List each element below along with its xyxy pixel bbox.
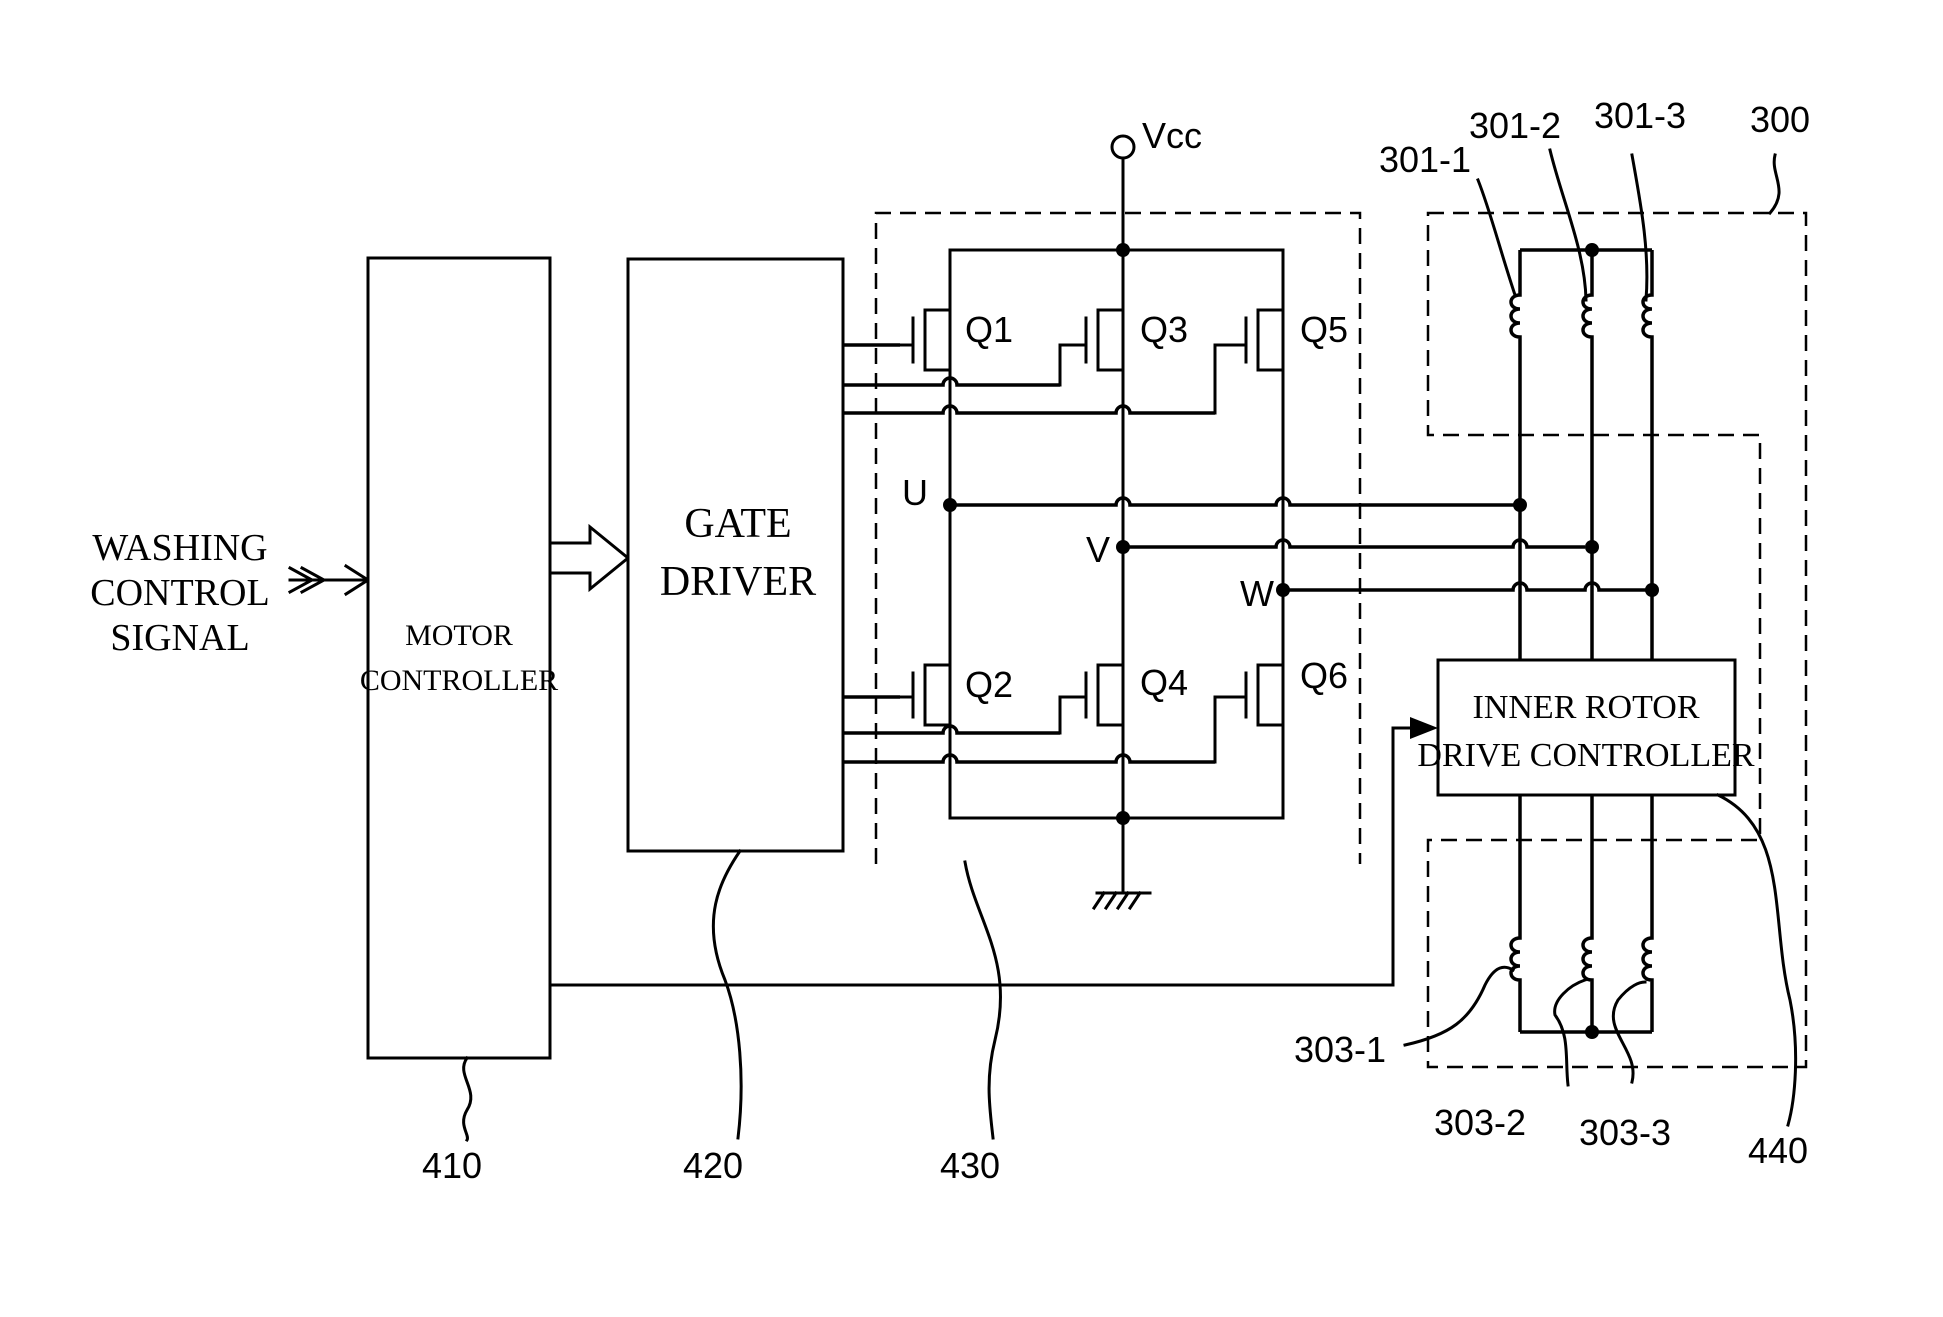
- ground-icon: [1094, 893, 1150, 908]
- coil-301-2: [1583, 250, 1592, 660]
- svg-text:GATE: GATE: [684, 501, 791, 547]
- ref-303-2: 303-2: [1434, 1102, 1526, 1143]
- node-v-label: V: [1086, 529, 1110, 570]
- washing-control-signal-label: WASHING CONTROL SIGNAL: [90, 527, 269, 659]
- vcc-terminal: [1112, 136, 1134, 158]
- input-signal-arrow: [290, 566, 368, 594]
- ref-300: 300: [1750, 99, 1810, 140]
- ref-301-2: 301-2: [1469, 105, 1561, 146]
- ref-303-3: 303-3: [1579, 1112, 1671, 1153]
- phase-line-v: [1123, 540, 1585, 547]
- svg-text:DRIVER: DRIVER: [660, 559, 816, 605]
- ref-410: 410: [422, 1145, 482, 1186]
- q2-label: Q2: [965, 664, 1013, 705]
- leader-410: [464, 1058, 471, 1140]
- ref-440: 440: [1748, 1130, 1808, 1171]
- ref-303-1: 303-1: [1294, 1029, 1386, 1070]
- leader-300: [1770, 155, 1779, 213]
- svg-text:WASHING: WASHING: [92, 527, 267, 569]
- svg-text:MOTOR: MOTOR: [405, 619, 513, 652]
- svg-text:INNER ROTOR: INNER ROTOR: [1473, 689, 1700, 726]
- junction-dot: [1585, 1025, 1599, 1039]
- gate-wires-high: [843, 345, 1215, 413]
- ref-301-1: 301-1: [1379, 139, 1471, 180]
- svg-text:CONTROL: CONTROL: [90, 572, 269, 614]
- q1-label: Q1: [965, 309, 1013, 350]
- ref-420: 420: [683, 1145, 743, 1186]
- q3-label: Q3: [1140, 309, 1188, 350]
- phase-line-w: [1283, 583, 1652, 590]
- ref-430: 430: [940, 1145, 1000, 1186]
- gate-driver-block: [628, 259, 843, 851]
- ref-301-3: 301-3: [1594, 95, 1686, 136]
- leader-301-1: [1478, 180, 1515, 295]
- q5-label: Q5: [1300, 309, 1348, 350]
- transistor-q2: [900, 665, 950, 725]
- leader-440: [1718, 795, 1796, 1125]
- inner-rotor-drive-controller-block: [1438, 660, 1735, 795]
- leader-303-1: [1405, 967, 1513, 1045]
- leader-420: [713, 851, 741, 1138]
- svg-text:CONTROLLER: CONTROLLER: [360, 664, 558, 697]
- coil-303-3: [1643, 795, 1652, 1032]
- phase-line-u: [950, 498, 1520, 505]
- coil-303-2: [1583, 795, 1592, 1032]
- svg-text:SIGNAL: SIGNAL: [110, 617, 249, 659]
- q4-label: Q4: [1140, 662, 1188, 703]
- q6-label: Q6: [1300, 655, 1348, 696]
- motor-boundary: [1428, 213, 1806, 1067]
- coil-303-1: [1511, 795, 1520, 1032]
- transistor-q4: [1060, 665, 1123, 733]
- coil-301-1: [1511, 250, 1520, 660]
- node-u-label: U: [902, 472, 928, 513]
- vcc-label: Vcc: [1142, 115, 1202, 156]
- transistor-q3: [1060, 310, 1123, 385]
- leader-301-2: [1550, 150, 1586, 300]
- coil-301-3: [1643, 250, 1652, 660]
- svg-text:DRIVE CONTROLLER: DRIVE CONTROLLER: [1417, 737, 1754, 774]
- transistor-q5: [1215, 310, 1283, 413]
- gate-wires-low: [843, 697, 1215, 762]
- leader-430: [965, 862, 1001, 1138]
- leader-301-3: [1632, 155, 1647, 300]
- transistor-q6: [1215, 665, 1283, 762]
- motor-controller-block: [368, 258, 550, 1058]
- transistor-q1: [900, 310, 950, 370]
- data-bus-arrow: [550, 527, 628, 589]
- arrowhead-icon: [1410, 717, 1438, 739]
- node-w-label: W: [1240, 573, 1274, 614]
